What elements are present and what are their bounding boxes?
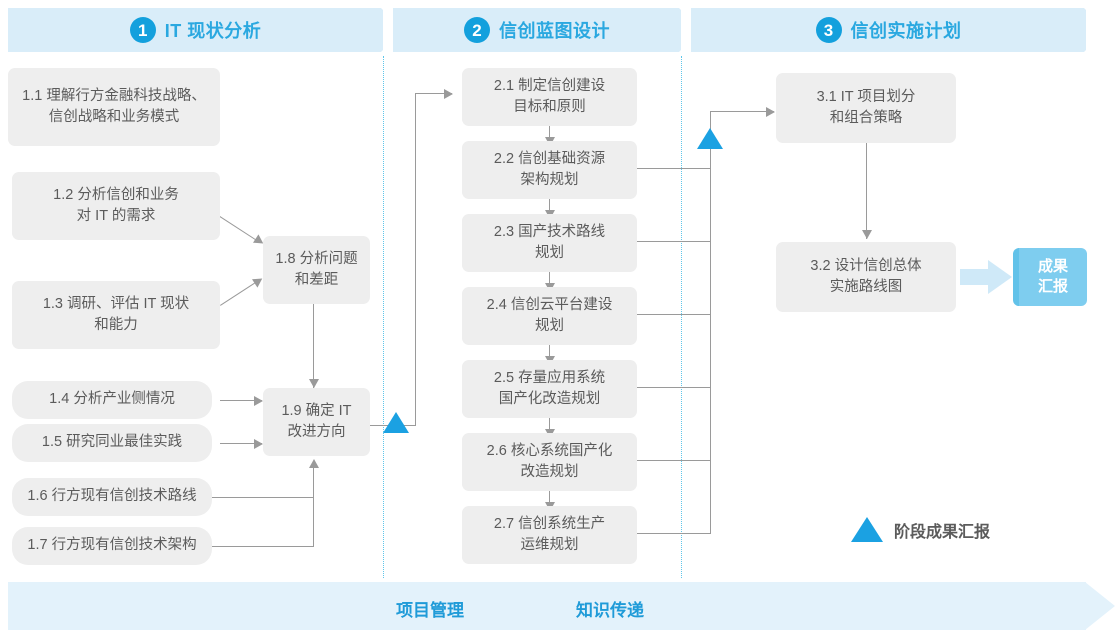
- task-box-1-5[interactable]: 1.5 研究同业最佳实践: [12, 424, 212, 462]
- arrowhead-1-5-to-1-9: [254, 439, 263, 449]
- connector-3-1-to-3-2: [866, 143, 867, 239]
- phase-title-2: 信创蓝图设计: [499, 21, 610, 41]
- task-box-1-3[interactable]: 1.3 调研、评估 IT 现状 和能力: [12, 281, 220, 349]
- task-box-3-1[interactable]: 3.1 IT 项目划分 和组合策略: [776, 73, 956, 143]
- connector-2-3-to-2-4: [549, 271, 550, 289]
- chevron-notch-icon-3: [1084, 8, 1108, 52]
- arrowhead-to-3-1: [766, 107, 775, 117]
- task-box-2-4[interactable]: 2.4 信创云平台建设 规划: [462, 287, 637, 345]
- arrowhead-1-8-to-1-9: [309, 379, 319, 388]
- phase-divider-1-2: [383, 56, 384, 578]
- arrowhead-to-2-1: [444, 89, 453, 99]
- connector-bus-to-3-1: [710, 111, 774, 112]
- connector-2-6-to-bus: [637, 460, 711, 461]
- phase-banner-3: 3 信创实施计划: [691, 8, 1108, 52]
- connector-2-4-to-bus: [637, 314, 711, 315]
- task-box-2-2[interactable]: 2.2 信创基础资源 架构规划: [462, 141, 637, 199]
- task-box-1-1[interactable]: 1.1 理解行方金融科技战略、 信创战略和业务模式: [8, 68, 220, 146]
- phase-divider-2-3: [681, 56, 682, 578]
- connector-riser-to-2-1: [415, 93, 452, 94]
- connector-1-7-out: [212, 546, 314, 547]
- task-box-1-4[interactable]: 1.4 分析产业侧情况: [12, 381, 212, 419]
- task-box-1-9[interactable]: 1.9 确定 IT 改进方向: [263, 388, 370, 456]
- connector-2-4-to-2-5: [549, 344, 550, 362]
- connector-2-5-to-2-6: [549, 417, 550, 435]
- task-box-2-6[interactable]: 2.6 核心系统国产化 改造规划: [462, 433, 637, 491]
- task-box-3-2[interactable]: 3.2 设计信创总体 实施路线图: [776, 242, 956, 312]
- task-box-1-2[interactable]: 1.2 分析信创和业务 对 IT 的需求: [12, 172, 220, 240]
- task-box-1-8[interactable]: 1.8 分析问题 和差距: [263, 236, 370, 304]
- connector-2-6-to-2-7: [549, 490, 550, 508]
- result-report-box[interactable]: 成果 汇报: [1013, 248, 1087, 306]
- connector-1-6-1-7-bus: [313, 466, 314, 547]
- arrowhead-bus-to-1-9: [309, 459, 319, 468]
- task-box-1-7[interactable]: 1.7 行方现有信创技术架构: [12, 527, 212, 565]
- legend-milestone: 阶段成果汇报: [851, 517, 990, 542]
- connector-2-3-to-bus: [637, 241, 711, 242]
- legend-milestone-label: 阶段成果汇报: [894, 523, 991, 541]
- task-box-2-3[interactable]: 2.3 国产技术路线 规划: [462, 214, 637, 272]
- footer-label-1: 知识传递: [576, 601, 644, 620]
- connector-2-5-to-bus: [637, 387, 711, 388]
- arrowhead-3-1-to-3-2: [862, 230, 872, 239]
- phase-number-badge-3: 3: [815, 17, 842, 43]
- footer-band: 项目管理 知识传递: [8, 582, 1115, 630]
- phase-number-badge-1: 1: [129, 17, 156, 43]
- connector-1-5-to-1-9: [220, 443, 262, 444]
- connector-1-2-to-1-8: [219, 216, 258, 242]
- task-box-1-6[interactable]: 1.6 行方现有信创技术路线: [12, 478, 212, 516]
- phase-title-3: 信创实施计划: [850, 21, 962, 41]
- milestone-triangle-phase2: [697, 128, 723, 149]
- footer-chevron-icon: [1085, 582, 1115, 630]
- task-box-2-1[interactable]: 2.1 制定信创建设 目标和原则: [462, 68, 637, 126]
- connector-2-2-to-bus: [637, 168, 711, 169]
- connector-1-3-to-1-8: [220, 280, 259, 306]
- connector-2-7-to-bus: [637, 533, 711, 534]
- phase-banner-1: 1 IT 现状分析: [8, 8, 405, 52]
- result-arrow-icon: [960, 260, 1012, 294]
- milestone-triangle-phase1: [383, 412, 409, 433]
- task-box-2-7[interactable]: 2.7 信创系统生产 运维规划: [462, 506, 637, 564]
- connector-phase2-bus: [710, 111, 711, 534]
- connector-1-8-to-1-9: [313, 303, 314, 388]
- connector-1-4-to-1-9: [220, 400, 262, 401]
- task-box-2-5[interactable]: 2.5 存量应用系统 国产化改造规划: [462, 360, 637, 418]
- footer-label-0: 项目管理: [396, 601, 464, 620]
- connector-2-1-to-2-2: [549, 125, 550, 143]
- connector-2-2-to-2-3: [549, 198, 550, 216]
- phase-title-1: IT 现状分析: [164, 21, 262, 41]
- phase-number-badge-2: 2: [464, 17, 490, 43]
- milestone-triangle-icon: [851, 517, 883, 542]
- phase-banner-2: 2 信创蓝图设计: [393, 8, 703, 52]
- connector-1-9-to-2-1-riser: [415, 93, 416, 425]
- connector-1-6-out: [212, 497, 314, 498]
- arrowhead-1-4-to-1-9: [254, 396, 263, 406]
